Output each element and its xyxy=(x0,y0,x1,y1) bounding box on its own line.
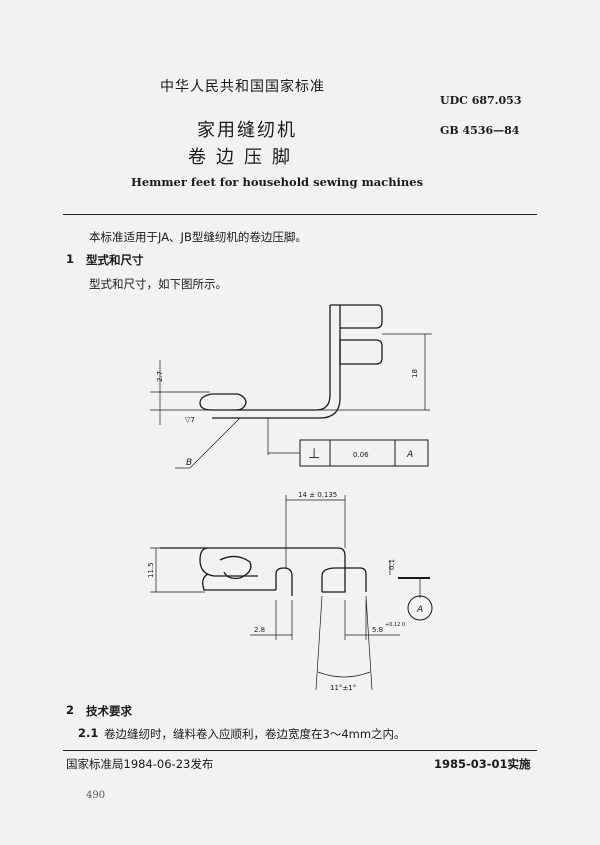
foot-bottom-fork xyxy=(340,339,383,365)
roughness-symbol: ▽7 xyxy=(185,416,195,424)
national-standard-heading: 中华人民共和国国家标准 xyxy=(160,79,325,95)
dim-0-1: 0.1 xyxy=(388,559,396,570)
dim-2-7: 2.7 xyxy=(156,371,164,382)
hemmer-curl xyxy=(199,393,247,411)
dim-2-8: 2.8 xyxy=(254,626,265,634)
section1-text: 型式和尺寸，如下图所示。 xyxy=(89,277,227,291)
section2-title: 技术要求 xyxy=(86,704,132,718)
side-view-body xyxy=(160,547,346,593)
tolerance-value: 0.06 xyxy=(353,451,369,459)
dim-14: 14 ± 0.135 xyxy=(298,491,337,499)
page-number: 490 xyxy=(86,790,106,801)
scope-text: 本标准适用于JA、JB型缝纫机的卷边压脚。 xyxy=(89,230,307,244)
header-rule xyxy=(63,214,537,215)
item-2-1-text: 卷边缝纫时，缝料卷入应顺利，卷边宽度在3～4mm之内。 xyxy=(104,727,406,741)
title-chinese-line2: 卷边压脚 xyxy=(188,147,300,168)
dim-5-8: 5.8 xyxy=(372,626,383,634)
dim-5-8-tolerance: +0.12 0 xyxy=(385,622,405,628)
label-b: B xyxy=(186,458,192,468)
section1-number: 1 xyxy=(66,252,75,266)
foot-outline-lower xyxy=(212,305,341,419)
section1-title: 型式和尺寸 xyxy=(86,253,144,267)
datum-a-circle: A xyxy=(416,605,423,615)
title-english: Hemmer feet for household sewing machine… xyxy=(131,175,424,189)
gb-code: GB 4536—84 xyxy=(440,124,520,137)
angle-dim: 11°±1° xyxy=(330,684,356,692)
perpendicularity-symbol: ⊥ xyxy=(308,446,320,462)
title-chinese-line1: 家用缝纫机 xyxy=(197,120,297,141)
dim-11-5: 11.5 xyxy=(147,562,155,578)
effective-date: 1985-03-01实施 xyxy=(434,757,531,771)
udc-code: UDC 687.053 xyxy=(440,94,522,107)
foot-top-fork xyxy=(330,304,383,329)
tolerance-datum: A xyxy=(406,450,413,460)
dim-18: 18 xyxy=(411,369,419,378)
issued-date: 国家标准局1984-06-23发布 xyxy=(66,757,214,771)
presser-sole xyxy=(321,567,367,592)
footer-rule xyxy=(63,750,537,751)
section2-number: 2 xyxy=(66,703,75,717)
item-2-1-number: 2.1 xyxy=(78,726,99,740)
